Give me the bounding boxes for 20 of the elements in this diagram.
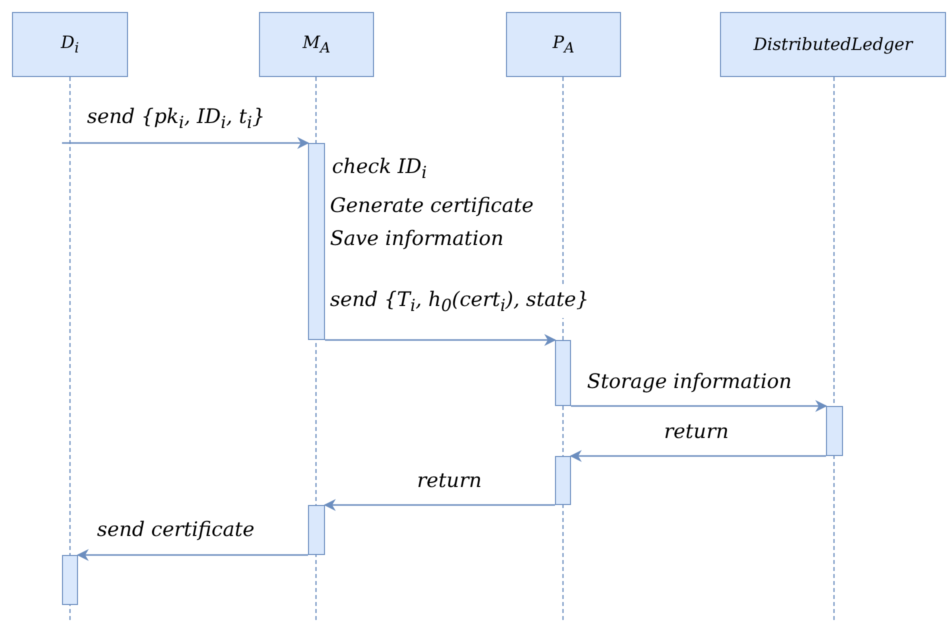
participant-box bbox=[720, 12, 946, 77]
message-arrow bbox=[62, 137, 310, 149]
activation-bar bbox=[555, 456, 571, 505]
activation-bar bbox=[308, 143, 325, 340]
activation-bar bbox=[62, 555, 78, 605]
participant-box bbox=[12, 12, 128, 77]
message-arrow bbox=[570, 450, 826, 462]
activation-bar bbox=[826, 406, 843, 456]
participant-name: M$_{A}$ bbox=[302, 32, 330, 56]
participant-box bbox=[506, 12, 621, 77]
activation-bar bbox=[308, 505, 325, 555]
participant-name: DistributedLedger bbox=[753, 34, 913, 54]
participant-name: P$_{A}$ bbox=[552, 32, 574, 56]
message-arrow bbox=[325, 334, 556, 346]
message-arrow bbox=[76, 549, 308, 561]
activation-bar bbox=[555, 340, 571, 406]
participant-box bbox=[259, 12, 374, 77]
participant-name: D$_{i}$ bbox=[60, 32, 80, 56]
message-arrow bbox=[571, 400, 828, 412]
message-arrow bbox=[324, 499, 555, 511]
